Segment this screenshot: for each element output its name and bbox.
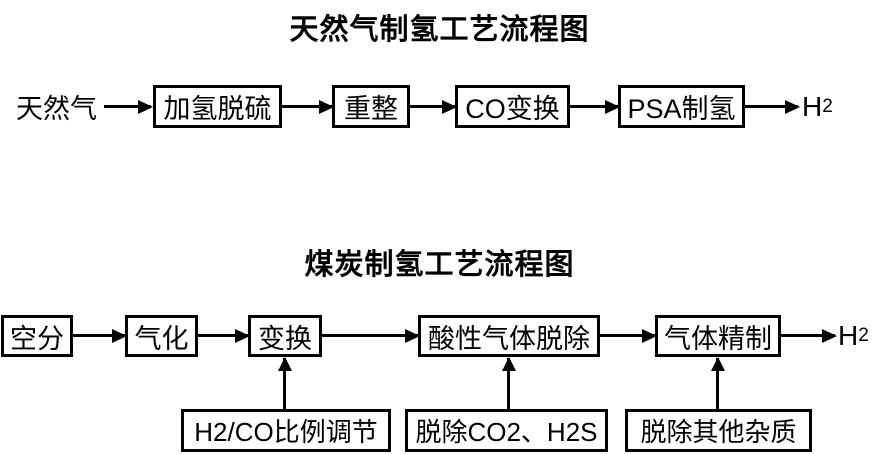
- arrow-acidgas-to-purification: [600, 328, 657, 343]
- h2-subscript: 2: [822, 95, 833, 117]
- annotation-box-other-impurity-removal: 脱除其他杂质: [625, 409, 812, 452]
- arrow-reforming-to-coshift: [410, 99, 457, 114]
- arrow-impurity-removal-to-purification: [710, 357, 725, 409]
- arrow-purification-to-h2: [781, 328, 837, 343]
- arrow-co2h2s-removal-to-acidgas: [501, 357, 516, 409]
- arrow-psa-to-h2: [745, 99, 800, 114]
- coal-diagram-title: 煤炭制氢工艺流程图: [304, 249, 575, 281]
- natural-gas-input-label: 天然气: [16, 94, 97, 124]
- h2-base: H: [802, 90, 823, 122]
- arrow-shift-to-acidgas: [322, 328, 420, 343]
- step-box-acid-gas-removal: 酸性气体脱除: [418, 315, 600, 357]
- h2-base: H: [838, 320, 859, 351]
- arrow-naturalgas-to-desulfurization: [104, 99, 153, 114]
- step-box-reforming: 重整: [332, 85, 410, 128]
- natural-gas-diagram-title: 天然气制氢工艺流程图: [289, 14, 590, 46]
- annotation-box-h2co-ratio: H2/CO比例调节: [181, 409, 391, 452]
- arrow-airsep-to-gasification: [73, 328, 127, 343]
- step-box-shift: 变换: [248, 315, 322, 357]
- step-box-gas-purification: 气体精制: [655, 315, 781, 357]
- step-box-hydrodesulfurization: 加氢脱硫: [153, 85, 282, 128]
- step-box-psa: PSA制氢: [618, 85, 745, 128]
- h2-subscript: 2: [858, 325, 869, 346]
- arrow-coshift-to-psa: [570, 99, 620, 114]
- step-box-gasification: 气化: [125, 315, 198, 357]
- arrow-ratio-adjust-to-shift: [277, 357, 292, 409]
- step-box-co-shift: CO变换: [455, 85, 570, 128]
- step-box-air-separation: 空分: [1, 315, 73, 357]
- annotation-box-co2-h2s-removal: 脱除CO2、H2S: [405, 409, 608, 452]
- arrow-gasification-to-shift: [198, 328, 250, 343]
- arrow-desulfurization-to-reforming: [282, 99, 334, 114]
